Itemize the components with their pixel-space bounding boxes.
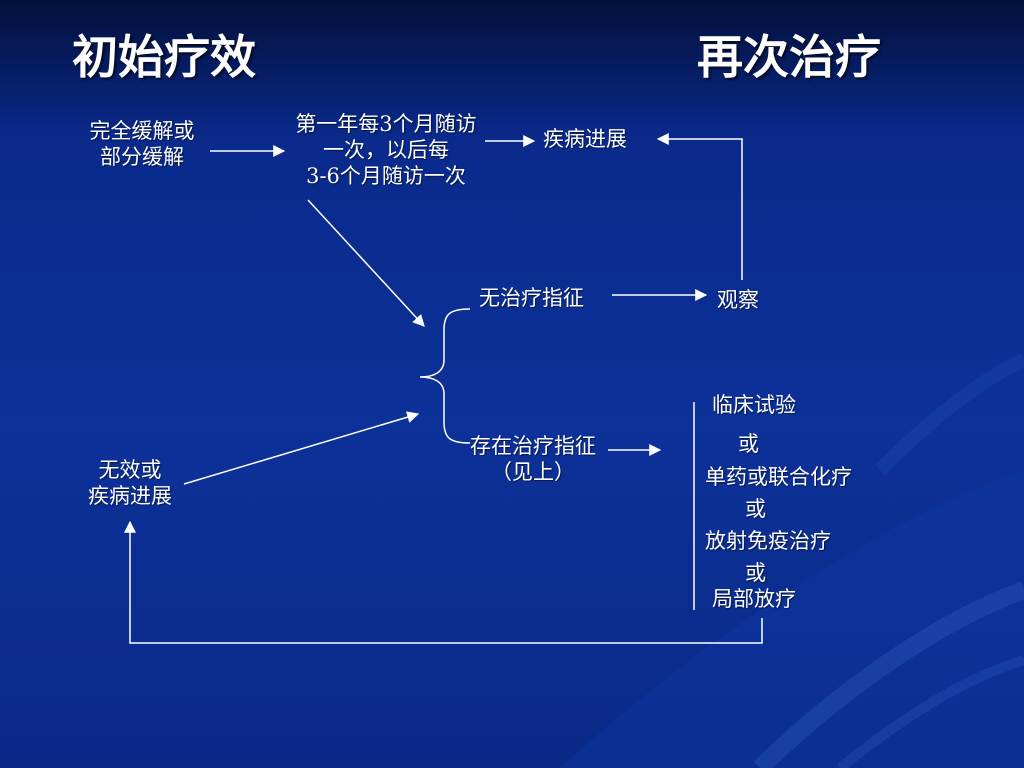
option-single-or-combination-chemo: 单药或联合化疗: [705, 465, 852, 489]
node-line: （见上）: [491, 460, 575, 484]
arrow-nonresponse-to-brace: [183, 411, 420, 485]
node-disease-progression: 疾病进展: [543, 127, 627, 151]
node-follow-up-schedule: 第一年每3个月随访 一次，以后每 3-6个月随访一次: [270, 111, 502, 189]
option-radioimmunotherapy: 放射免疫治疗: [705, 529, 831, 553]
node-line: 存在治疗指征: [470, 434, 596, 458]
arrow-loop-back-to-nonresponse: [124, 520, 763, 644]
node-line: 疾病进展: [88, 484, 172, 508]
option-or-separator: 或: [745, 561, 766, 585]
option-local-radiotherapy: 局部放疗: [712, 587, 796, 611]
node-line: 3-6个月随访一次: [306, 164, 466, 188]
heading-initial-response: 初始疗效: [72, 30, 256, 84]
node-no-treatment-indication: 无治疗指征: [479, 286, 584, 310]
node-line: 第一年每3个月随访: [295, 112, 477, 136]
arrow-observe-to-progression: [656, 133, 743, 280]
node-line: 无效或: [98, 458, 162, 482]
node-line: 完全缓解或: [89, 119, 195, 143]
node-line: 一次，以后每: [323, 138, 449, 162]
option-or-separator: 或: [745, 497, 766, 521]
node-observation: 观察: [717, 288, 759, 312]
option-or-separator: 或: [738, 432, 759, 456]
node-line: 部分缓解: [100, 145, 184, 169]
arrow-followup-to-brace: [307, 199, 425, 327]
decision-brace: [419, 308, 471, 444]
heading-retreatment: 再次治疗: [697, 30, 881, 84]
node-no-response-or-progression: 无效或 疾病进展: [70, 457, 190, 509]
node-complete-or-partial-response: 完全缓解或 部分缓解: [74, 118, 210, 170]
node-treatment-indicated: 存在治疗指征 （见上）: [452, 433, 614, 485]
option-clinical-trial: 临床试验: [712, 393, 796, 417]
